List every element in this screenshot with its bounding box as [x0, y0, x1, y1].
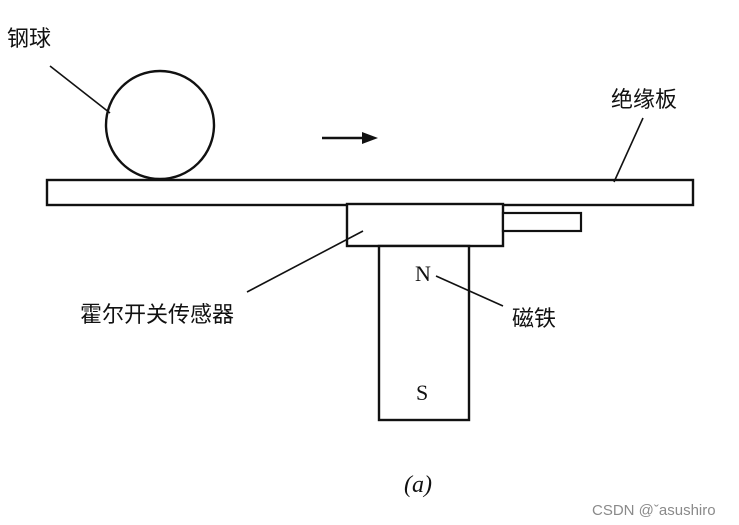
leader-line-steel-ball: [49, 65, 111, 114]
label-insulating-board: 绝缘板: [611, 88, 678, 113]
pole-south-label: S: [416, 380, 429, 405]
insulating-board: [45, 178, 695, 207]
leader-line-magnet: [435, 275, 504, 307]
hall-sensor-lead: [501, 211, 583, 233]
hall-sensor-body: [345, 202, 505, 248]
pole-north-label: N: [415, 261, 431, 286]
label-steel-ball: 钢球: [7, 27, 52, 52]
label-magnet: 磁铁: [512, 307, 557, 332]
figure-caption: (a): [404, 472, 432, 498]
magnet-body: [377, 244, 471, 422]
label-hall-switch-sensor: 霍尔开关传感器: [80, 303, 235, 328]
steel-ball: [104, 69, 216, 181]
leader-line-insulating-board: [613, 117, 644, 183]
motion-arrow-icon: [322, 132, 378, 144]
watermark: CSDN @ˇasushiro: [592, 502, 716, 519]
leader-line-hall-sensor: [246, 230, 364, 293]
